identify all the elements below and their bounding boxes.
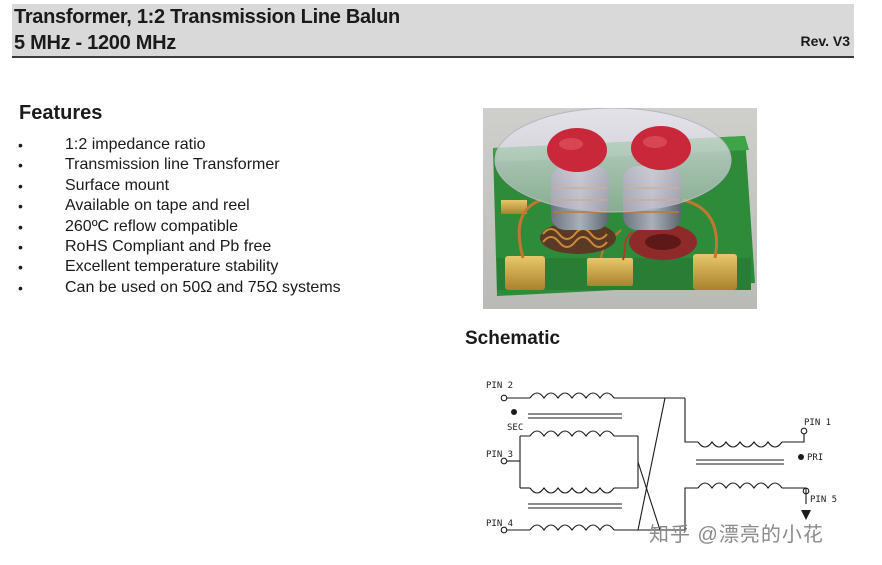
- bullet: •: [18, 279, 23, 296]
- feature-item: •1:2 impedance ratio: [18, 136, 206, 153]
- bullet: •: [18, 137, 23, 153]
- watermark-text: 知乎 @漂亮的小花: [649, 524, 824, 546]
- frequency-range: 5 MHz - 1200 MHz: [14, 32, 176, 54]
- feature-item: •260ºC reflow compatible: [18, 217, 239, 235]
- bullet: •: [18, 218, 23, 235]
- features-heading: Features: [19, 102, 103, 124]
- feature-item: •Can be used on 50Ω and 75Ω systems: [18, 278, 341, 296]
- pin1-label: PIN 1: [804, 418, 831, 428]
- schematic-heading: Schematic: [465, 328, 561, 349]
- pri-label: PRI: [807, 453, 823, 463]
- pin4-label: PIN 4: [486, 519, 513, 529]
- bullet: •: [18, 259, 23, 276]
- feature-item: •Transmission line Transformer: [18, 156, 280, 174]
- pin5-label: PIN 5: [810, 495, 837, 505]
- schematic-diagram: PIN 2 SEC PIN 3 PIN 4 PIN 1 PRI PIN 5: [486, 381, 837, 534]
- feature-item: •Available on tape and reel: [18, 197, 250, 215]
- feature-item: •Surface mount: [18, 176, 170, 194]
- pin2-label: PIN 2: [486, 381, 513, 391]
- pin3-label: PIN 3: [486, 450, 513, 460]
- revision-label: Rev. V3: [800, 33, 850, 49]
- datasheet-header: Transformer, 1:2 Transmission Line Balun…: [12, 4, 854, 58]
- feature-item: •RoHS Compliant and Pb free: [18, 237, 272, 255]
- bullet: •: [18, 198, 23, 215]
- bullet: •: [18, 177, 23, 194]
- bullet: •: [18, 157, 23, 174]
- product-title: Transformer, 1:2 Transmission Line Balun: [14, 6, 400, 28]
- sec-label: SEC: [507, 423, 523, 433]
- product-photo: [483, 108, 757, 309]
- feature-item: •Excellent temperature stability: [18, 258, 279, 276]
- features-list: •1:2 impedance ratio •Transmission line …: [18, 135, 341, 298]
- bullet: •: [18, 238, 23, 255]
